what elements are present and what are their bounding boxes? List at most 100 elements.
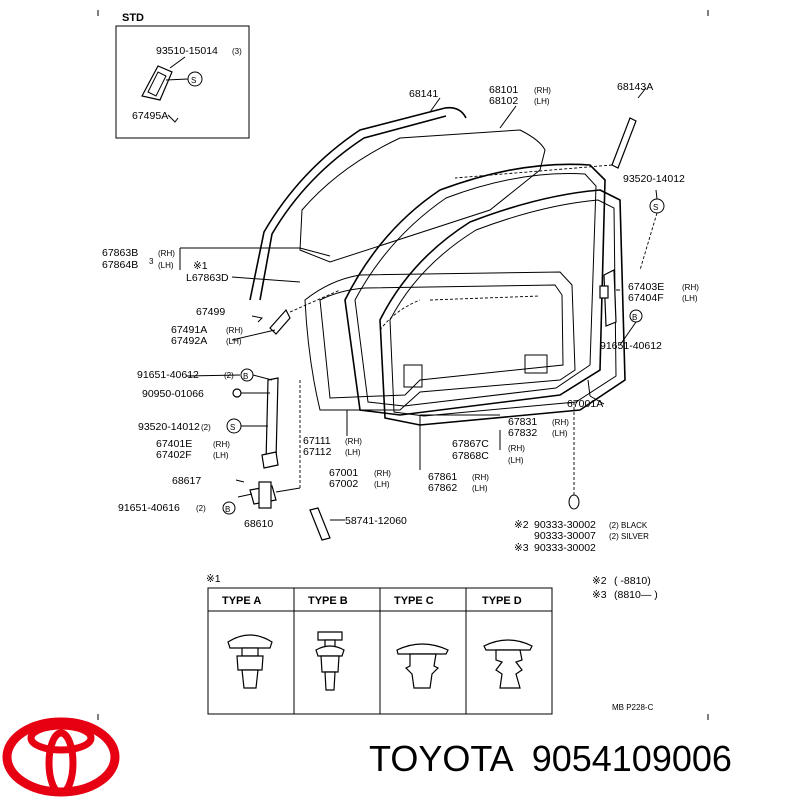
svg-text:(RH): (RH) bbox=[682, 283, 699, 292]
svg-text:(RH): (RH) bbox=[158, 249, 175, 258]
door-glass-68101 bbox=[299, 105, 546, 263]
type-b-header: TYPE B bbox=[308, 595, 348, 607]
reference-code: MB P228-C bbox=[612, 703, 654, 712]
svg-text:B: B bbox=[632, 313, 637, 322]
door-panel-67001 bbox=[304, 271, 576, 411]
door-glass-run-68141 bbox=[249, 97, 467, 301]
svg-text:67492A: 67492A bbox=[171, 335, 207, 347]
svg-text:(RH): (RH) bbox=[472, 473, 489, 482]
clip-type-d bbox=[483, 639, 533, 689]
std-box-frame bbox=[115, 25, 250, 139]
svg-text:67862: 67862 bbox=[428, 482, 457, 494]
svg-text:(RH): (RH) bbox=[213, 440, 230, 449]
svg-text:(LH): (LH) bbox=[158, 261, 174, 270]
svg-text:(LH): (LH) bbox=[226, 337, 242, 346]
std-title: STD bbox=[122, 12, 144, 24]
svg-text:(LH): (LH) bbox=[345, 448, 361, 457]
svg-text:(2) BLACK: (2) BLACK bbox=[609, 521, 648, 530]
svg-text:L67863D: L67863D bbox=[186, 272, 229, 284]
brand-text: TOYOTA 9054109006 bbox=[369, 738, 732, 780]
svg-text:(LH): (LH) bbox=[534, 97, 550, 106]
svg-text:※1: ※1 bbox=[193, 260, 208, 272]
door-check-68610: B bbox=[222, 380, 301, 515]
door-frame-outer bbox=[344, 163, 626, 426]
types-table: TYPE A TYPE B TYPE C TYPE D bbox=[207, 587, 553, 715]
svg-text:※1: ※1 bbox=[206, 573, 221, 585]
svg-text:※3: ※3 bbox=[592, 589, 607, 601]
svg-text:※2: ※2 bbox=[514, 519, 529, 531]
svg-text:(LH): (LH) bbox=[682, 294, 698, 303]
part-labels: 68141 68101 (RH) 68102 (LH) 68143A 93520… bbox=[102, 81, 699, 554]
corner-marks bbox=[97, 10, 709, 720]
svg-text:(LH): (LH) bbox=[508, 456, 524, 465]
svg-text:67864B: 67864B bbox=[102, 259, 138, 271]
svg-text:67401E: 67401E bbox=[156, 438, 192, 450]
leader-lines bbox=[179, 189, 658, 470]
svg-text:(LH): (LH) bbox=[472, 484, 488, 493]
left-hinge-67401e: B S bbox=[226, 368, 279, 469]
svg-text:68143A: 68143A bbox=[617, 81, 653, 93]
svg-text:67404F: 67404F bbox=[628, 292, 664, 304]
svg-text:(2): (2) bbox=[224, 371, 234, 380]
type-d-header: TYPE D bbox=[482, 595, 522, 607]
svg-text:(RH): (RH) bbox=[226, 326, 243, 335]
svg-text:(RH): (RH) bbox=[374, 469, 391, 478]
svg-text:93520-14012: 93520-14012 bbox=[138, 421, 200, 433]
svg-text:67112: 67112 bbox=[303, 446, 332, 458]
svg-text:(2) SILVER: (2) SILVER bbox=[609, 532, 649, 541]
svg-text:91651-40612: 91651-40612 bbox=[600, 340, 662, 352]
label-68141: 68141 bbox=[409, 88, 438, 100]
std-clip-67495a bbox=[141, 65, 173, 101]
svg-text:58741-12060: 58741-12060 bbox=[345, 515, 407, 527]
svg-text:67402F: 67402F bbox=[156, 449, 192, 461]
svg-text:(LH): (LH) bbox=[552, 429, 568, 438]
svg-text:(LH): (LH) bbox=[213, 451, 229, 460]
std-part-no: 93510-15014 bbox=[156, 45, 218, 57]
svg-text:(RH): (RH) bbox=[552, 418, 569, 427]
svg-text:67867C: 67867C bbox=[452, 438, 489, 450]
clip-type-a bbox=[227, 634, 273, 689]
svg-text:67499: 67499 bbox=[196, 306, 225, 318]
svg-text:67868C: 67868C bbox=[452, 450, 489, 462]
svg-text:67111: 67111 bbox=[303, 435, 331, 447]
svg-text:3: 3 bbox=[149, 257, 154, 266]
svg-text:67001: 67001 bbox=[329, 467, 358, 479]
hinge-67403e: B S bbox=[599, 198, 665, 327]
weatherstrip-68143a bbox=[454, 87, 647, 179]
std-inset: STD 93510-15014 (3) S 67495A bbox=[115, 12, 250, 139]
svg-text:68610: 68610 bbox=[244, 518, 273, 530]
svg-text:67001A: 67001A bbox=[567, 398, 603, 410]
svg-text:※3: ※3 bbox=[514, 542, 529, 554]
type-a-header: TYPE A bbox=[222, 595, 261, 607]
svg-text:( -8810): ( -8810) bbox=[614, 575, 651, 587]
svg-text:90333-30007: 90333-30007 bbox=[534, 530, 596, 542]
svg-text:(8810— ): (8810— ) bbox=[614, 589, 658, 601]
svg-text:67002: 67002 bbox=[329, 478, 358, 490]
svg-text:91651-40612: 91651-40612 bbox=[137, 369, 199, 381]
svg-text:67831: 67831 bbox=[508, 416, 537, 428]
brand-name: TOYOTA bbox=[369, 738, 514, 779]
std-qty: (3) bbox=[232, 47, 242, 56]
svg-text:67863B: 67863B bbox=[102, 247, 138, 259]
svg-text:67491A: 67491A bbox=[171, 324, 207, 336]
seal-58741 bbox=[309, 507, 345, 541]
svg-text:S: S bbox=[653, 203, 658, 212]
svg-text:S: S bbox=[191, 76, 196, 85]
svg-text:(2): (2) bbox=[196, 504, 206, 513]
svg-text:(RH): (RH) bbox=[534, 86, 551, 95]
toyota-logo-icon bbox=[2, 717, 120, 797]
svg-text:91651-40616: 91651-40616 bbox=[118, 502, 180, 514]
type-c-header: TYPE C bbox=[394, 595, 434, 607]
legend: ※1 ※2 ( -8810) ※3 (8810— ) bbox=[206, 573, 658, 601]
brand-part-number: 9054109006 bbox=[531, 738, 732, 779]
svg-text:90333-30002: 90333-30002 bbox=[534, 542, 596, 554]
std-part-67495a: 67495A bbox=[132, 110, 168, 122]
svg-text:B: B bbox=[225, 505, 230, 514]
screw-90333 bbox=[568, 379, 591, 510]
clip-67499 bbox=[251, 289, 341, 335]
svg-text:(2): (2) bbox=[201, 423, 211, 432]
svg-text:B: B bbox=[243, 372, 248, 381]
svg-text:(RH): (RH) bbox=[508, 444, 525, 453]
